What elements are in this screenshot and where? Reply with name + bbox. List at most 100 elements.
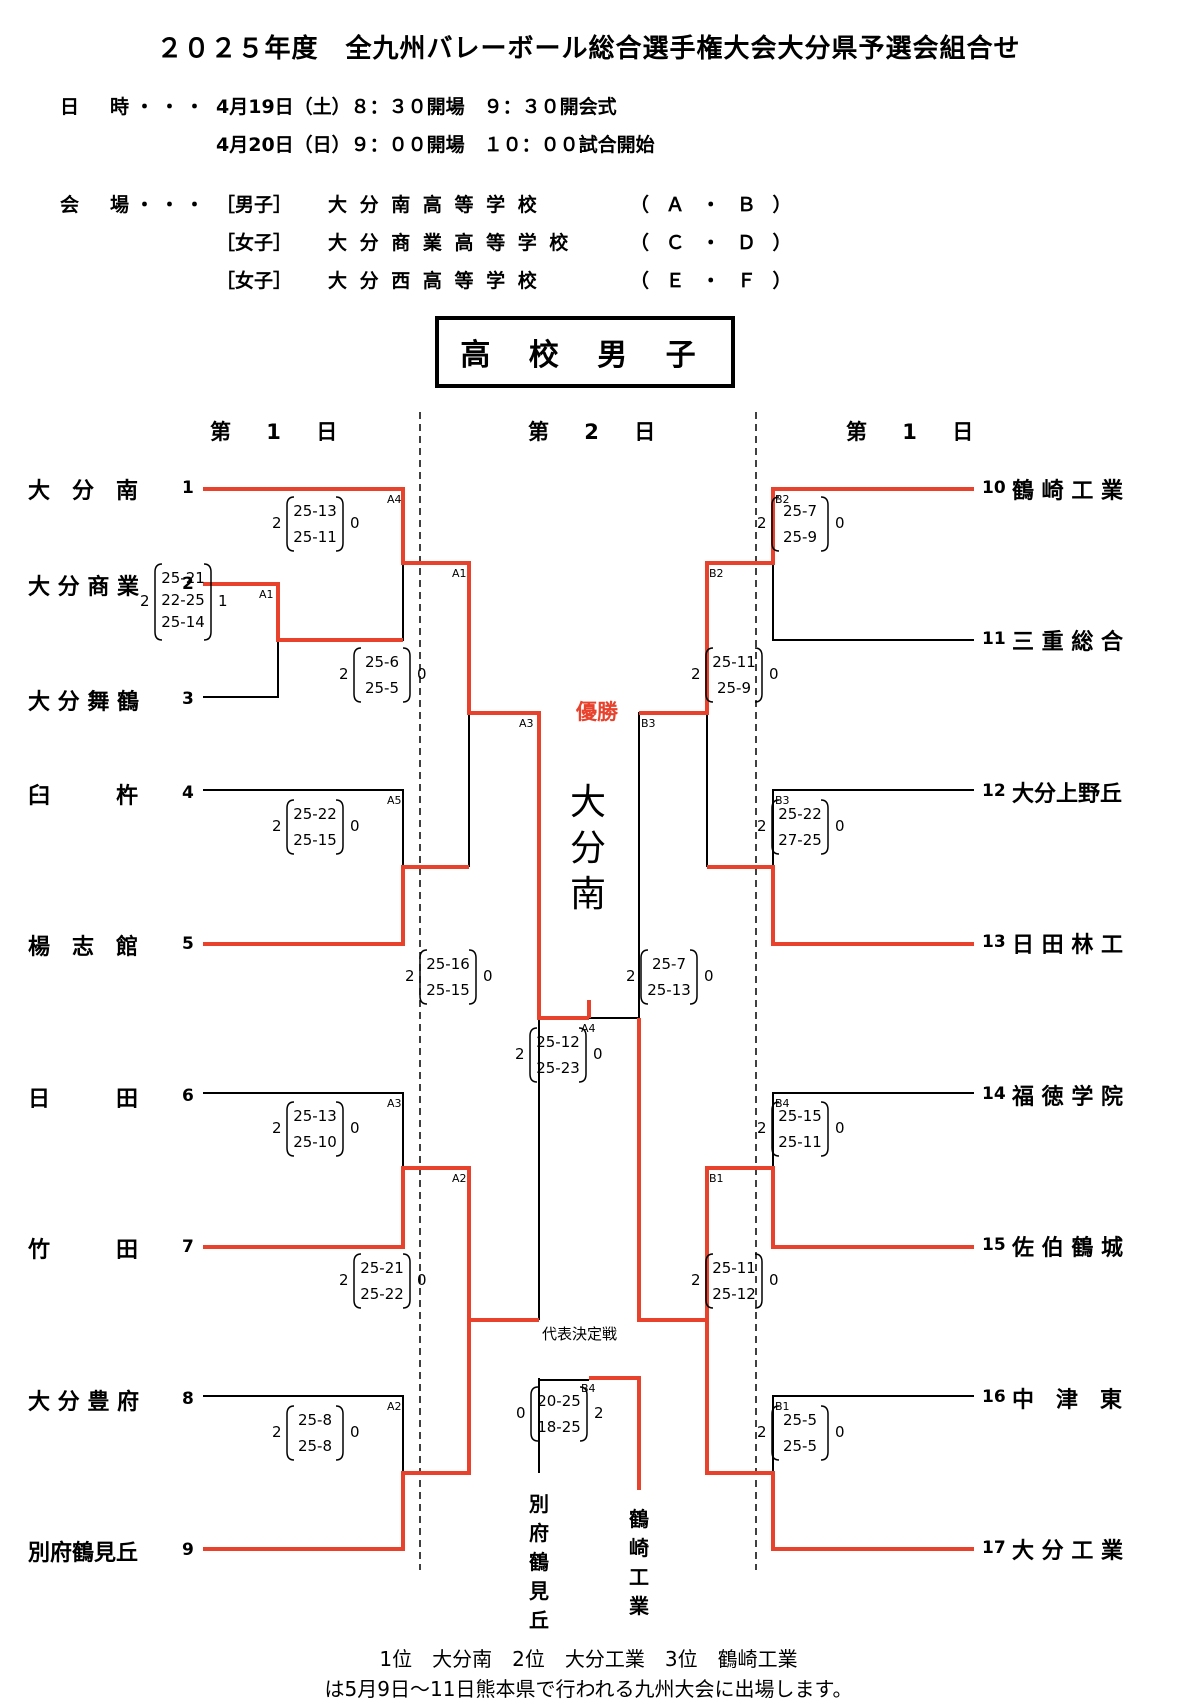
sets-won-right: 0	[417, 1271, 427, 1289]
team-name-6: 日 田	[28, 1087, 139, 1112]
match-label: A4	[387, 493, 402, 506]
right-paren	[820, 1405, 829, 1461]
set-score: 25-11	[712, 1259, 756, 1277]
match-label: A2	[452, 1172, 467, 1185]
team-name-8: 大 分 豊 府	[28, 1390, 139, 1415]
match-label: A3	[387, 1097, 402, 1110]
set-score: 25-22	[778, 805, 822, 823]
match-label: A3	[519, 717, 534, 730]
match-label: B3	[641, 717, 656, 730]
score-bracket	[286, 1405, 344, 1461]
right-paren	[820, 799, 829, 855]
right-paren	[402, 1253, 411, 1309]
set-score: 25-15	[293, 831, 337, 849]
score-bracket	[419, 949, 477, 1005]
sets-won-right: 0	[350, 514, 360, 532]
left-paren	[154, 563, 163, 641]
score-bracket	[771, 496, 829, 552]
score-bracket	[705, 647, 763, 703]
left-paren	[286, 496, 295, 552]
left-paren	[771, 1101, 780, 1157]
sets-won-left: 2	[515, 1045, 525, 1063]
match-label: B3	[775, 794, 790, 807]
left-paren	[529, 1027, 538, 1083]
sets-won-right: 0	[704, 967, 714, 985]
sets-won-left: 2	[691, 1271, 701, 1289]
day-header-right: 第 1 日	[846, 420, 988, 444]
sets-won-right: 0	[835, 817, 845, 835]
team-number-17: 17	[982, 1538, 1006, 1558]
schedule-line-1: 4月19日（土）８：３０開場 ９：３０開会式	[216, 96, 617, 118]
match-label: B4	[775, 1097, 790, 1110]
sets-won-right: 0	[835, 1423, 845, 1441]
team-number-8: 8	[182, 1389, 194, 1409]
right-paren	[468, 949, 477, 1005]
score-bracket	[771, 1101, 829, 1157]
footer-line-1: 1位 大分南 2位 大分工業 3位 鶴崎工業	[379, 1647, 798, 1671]
set-score: 25-13	[293, 1107, 337, 1125]
venue-gender-1: ［男子］	[216, 194, 293, 216]
section-title: 高 校 男 子	[435, 316, 735, 388]
right-paren	[335, 496, 344, 552]
left-paren	[705, 1253, 714, 1309]
schedule-label: 日 時・・・	[60, 96, 211, 118]
venue-courts-1: （ Ａ ・ Ｂ ）	[630, 194, 797, 216]
match-label: B4	[581, 1382, 596, 1395]
right-paren	[578, 1027, 587, 1083]
sets-won-right: 0	[417, 665, 427, 683]
score-bracket	[530, 1386, 588, 1442]
match-label: A2	[387, 1400, 402, 1413]
team-name-17: 大 分 工 業	[1012, 1539, 1123, 1564]
set-score: 25-23	[536, 1059, 580, 1077]
team-name-16: 中 津 東	[1012, 1388, 1123, 1413]
sets-won-left: 2	[405, 967, 415, 985]
team-name-13: 日 田 林 工	[1012, 933, 1123, 958]
set-score: 25-11	[778, 1133, 822, 1151]
sets-won-left: 2	[757, 1423, 767, 1441]
left-paren	[353, 647, 362, 703]
match-label: A5	[387, 794, 402, 807]
team-name-3: 大 分 舞 鶴	[28, 690, 139, 715]
team-name-10: 鶴 崎 工 業	[1012, 479, 1123, 504]
sets-won-left: 2	[272, 1423, 282, 1441]
day-header-left: 第 1 日	[210, 420, 352, 444]
sets-won-left: 2	[757, 514, 767, 532]
left-paren	[705, 647, 714, 703]
score-bracket	[154, 563, 212, 641]
score-bracket	[640, 949, 698, 1005]
right-paren	[335, 799, 344, 855]
set-score: 25-12	[536, 1033, 580, 1051]
venue-courts-3: （ Ｅ ・ Ｆ ）	[630, 270, 797, 292]
rep-match-label: 代表決定戦	[542, 1325, 618, 1343]
team-number-12: 12	[982, 781, 1006, 801]
set-score: 27-25	[778, 831, 822, 849]
rep-right-team: 鶴崎工業	[629, 1507, 649, 1618]
score-bracket	[286, 1101, 344, 1157]
left-paren	[286, 1405, 295, 1461]
team-number-2: 2	[182, 574, 194, 594]
score-bracket	[529, 1027, 587, 1083]
match-label: A1	[452, 567, 467, 580]
score-box: 25-22 27-25	[771, 798, 829, 856]
team-name-4: 臼 杵	[28, 784, 139, 809]
sets-won-right: 0	[835, 1119, 845, 1137]
sets-won-left: 2	[339, 665, 349, 683]
set-score: 25-7	[651, 955, 687, 973]
right-paren	[820, 496, 829, 552]
team-number-9: 9	[182, 1540, 194, 1560]
set-score: 25-13	[647, 981, 691, 999]
rep-left-team: 別府鶴見丘	[529, 1492, 549, 1632]
venue-place-3: 大 分 西 高 等 学 校	[328, 270, 540, 292]
sets-won-left: 2	[757, 817, 767, 835]
set-score: 25-11	[712, 653, 756, 671]
sets-won-left: 0	[516, 1404, 526, 1422]
venue-label: 会 場・・・	[60, 194, 211, 216]
left-paren	[419, 949, 428, 1005]
set-score: 25-16	[426, 955, 470, 973]
